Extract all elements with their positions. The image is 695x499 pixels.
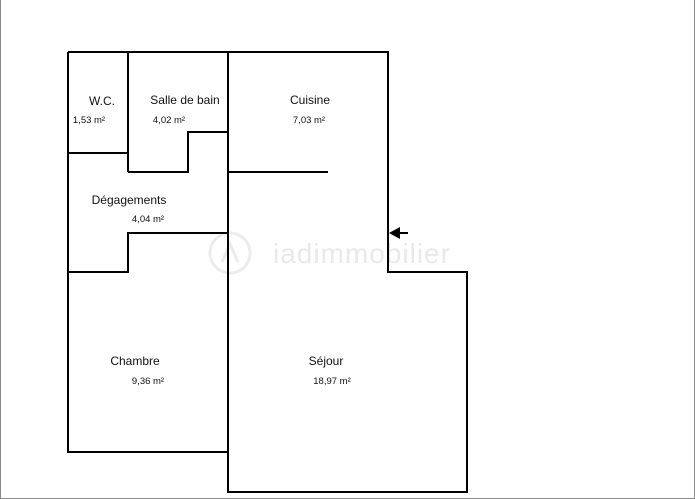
room-name: Chambre: [110, 354, 160, 368]
room-name: Cuisine: [290, 93, 330, 107]
room-name: W.C.: [89, 94, 115, 108]
wall-bath-bottom: [128, 131, 228, 173]
room-name: Séjour: [309, 354, 344, 368]
room-label-chambre: Chambre 9,36 m²: [110, 354, 164, 387]
room-label-cuisine: Cuisine 7,03 m²: [290, 93, 330, 126]
watermark-logo-icon: [208, 231, 252, 275]
room-area: 7,03 m²: [293, 115, 325, 126]
room-area: 9,36 m²: [132, 376, 164, 387]
room-label-wc: W.C. 1,53 m²: [73, 94, 115, 126]
watermark-logo-mark: [220, 240, 240, 263]
entrance-arrow-icon: [389, 227, 408, 239]
walls: [67, 51, 468, 493]
room-name: Dégagements: [92, 193, 167, 207]
room-name: Salle de bain: [150, 93, 219, 107]
room-label-degagements: Dégagements 4,04 m²: [92, 193, 167, 225]
watermark: iadimmobilier: [208, 231, 451, 275]
room-label-sejour: Séjour 18,97 m²: [309, 354, 351, 387]
room-area: 4,02 m²: [153, 115, 185, 126]
outer-wall: [67, 51, 468, 493]
room-area: 18,97 m²: [313, 376, 351, 387]
room-label-salle-de-bain: Salle de bain 4,02 m²: [150, 93, 219, 126]
room-area: 1,53 m²: [73, 115, 105, 126]
wall-bedroom-top: [68, 232, 228, 273]
watermark-text: iadimmobilier: [273, 238, 451, 269]
room-area: 4,04 m²: [132, 214, 164, 225]
